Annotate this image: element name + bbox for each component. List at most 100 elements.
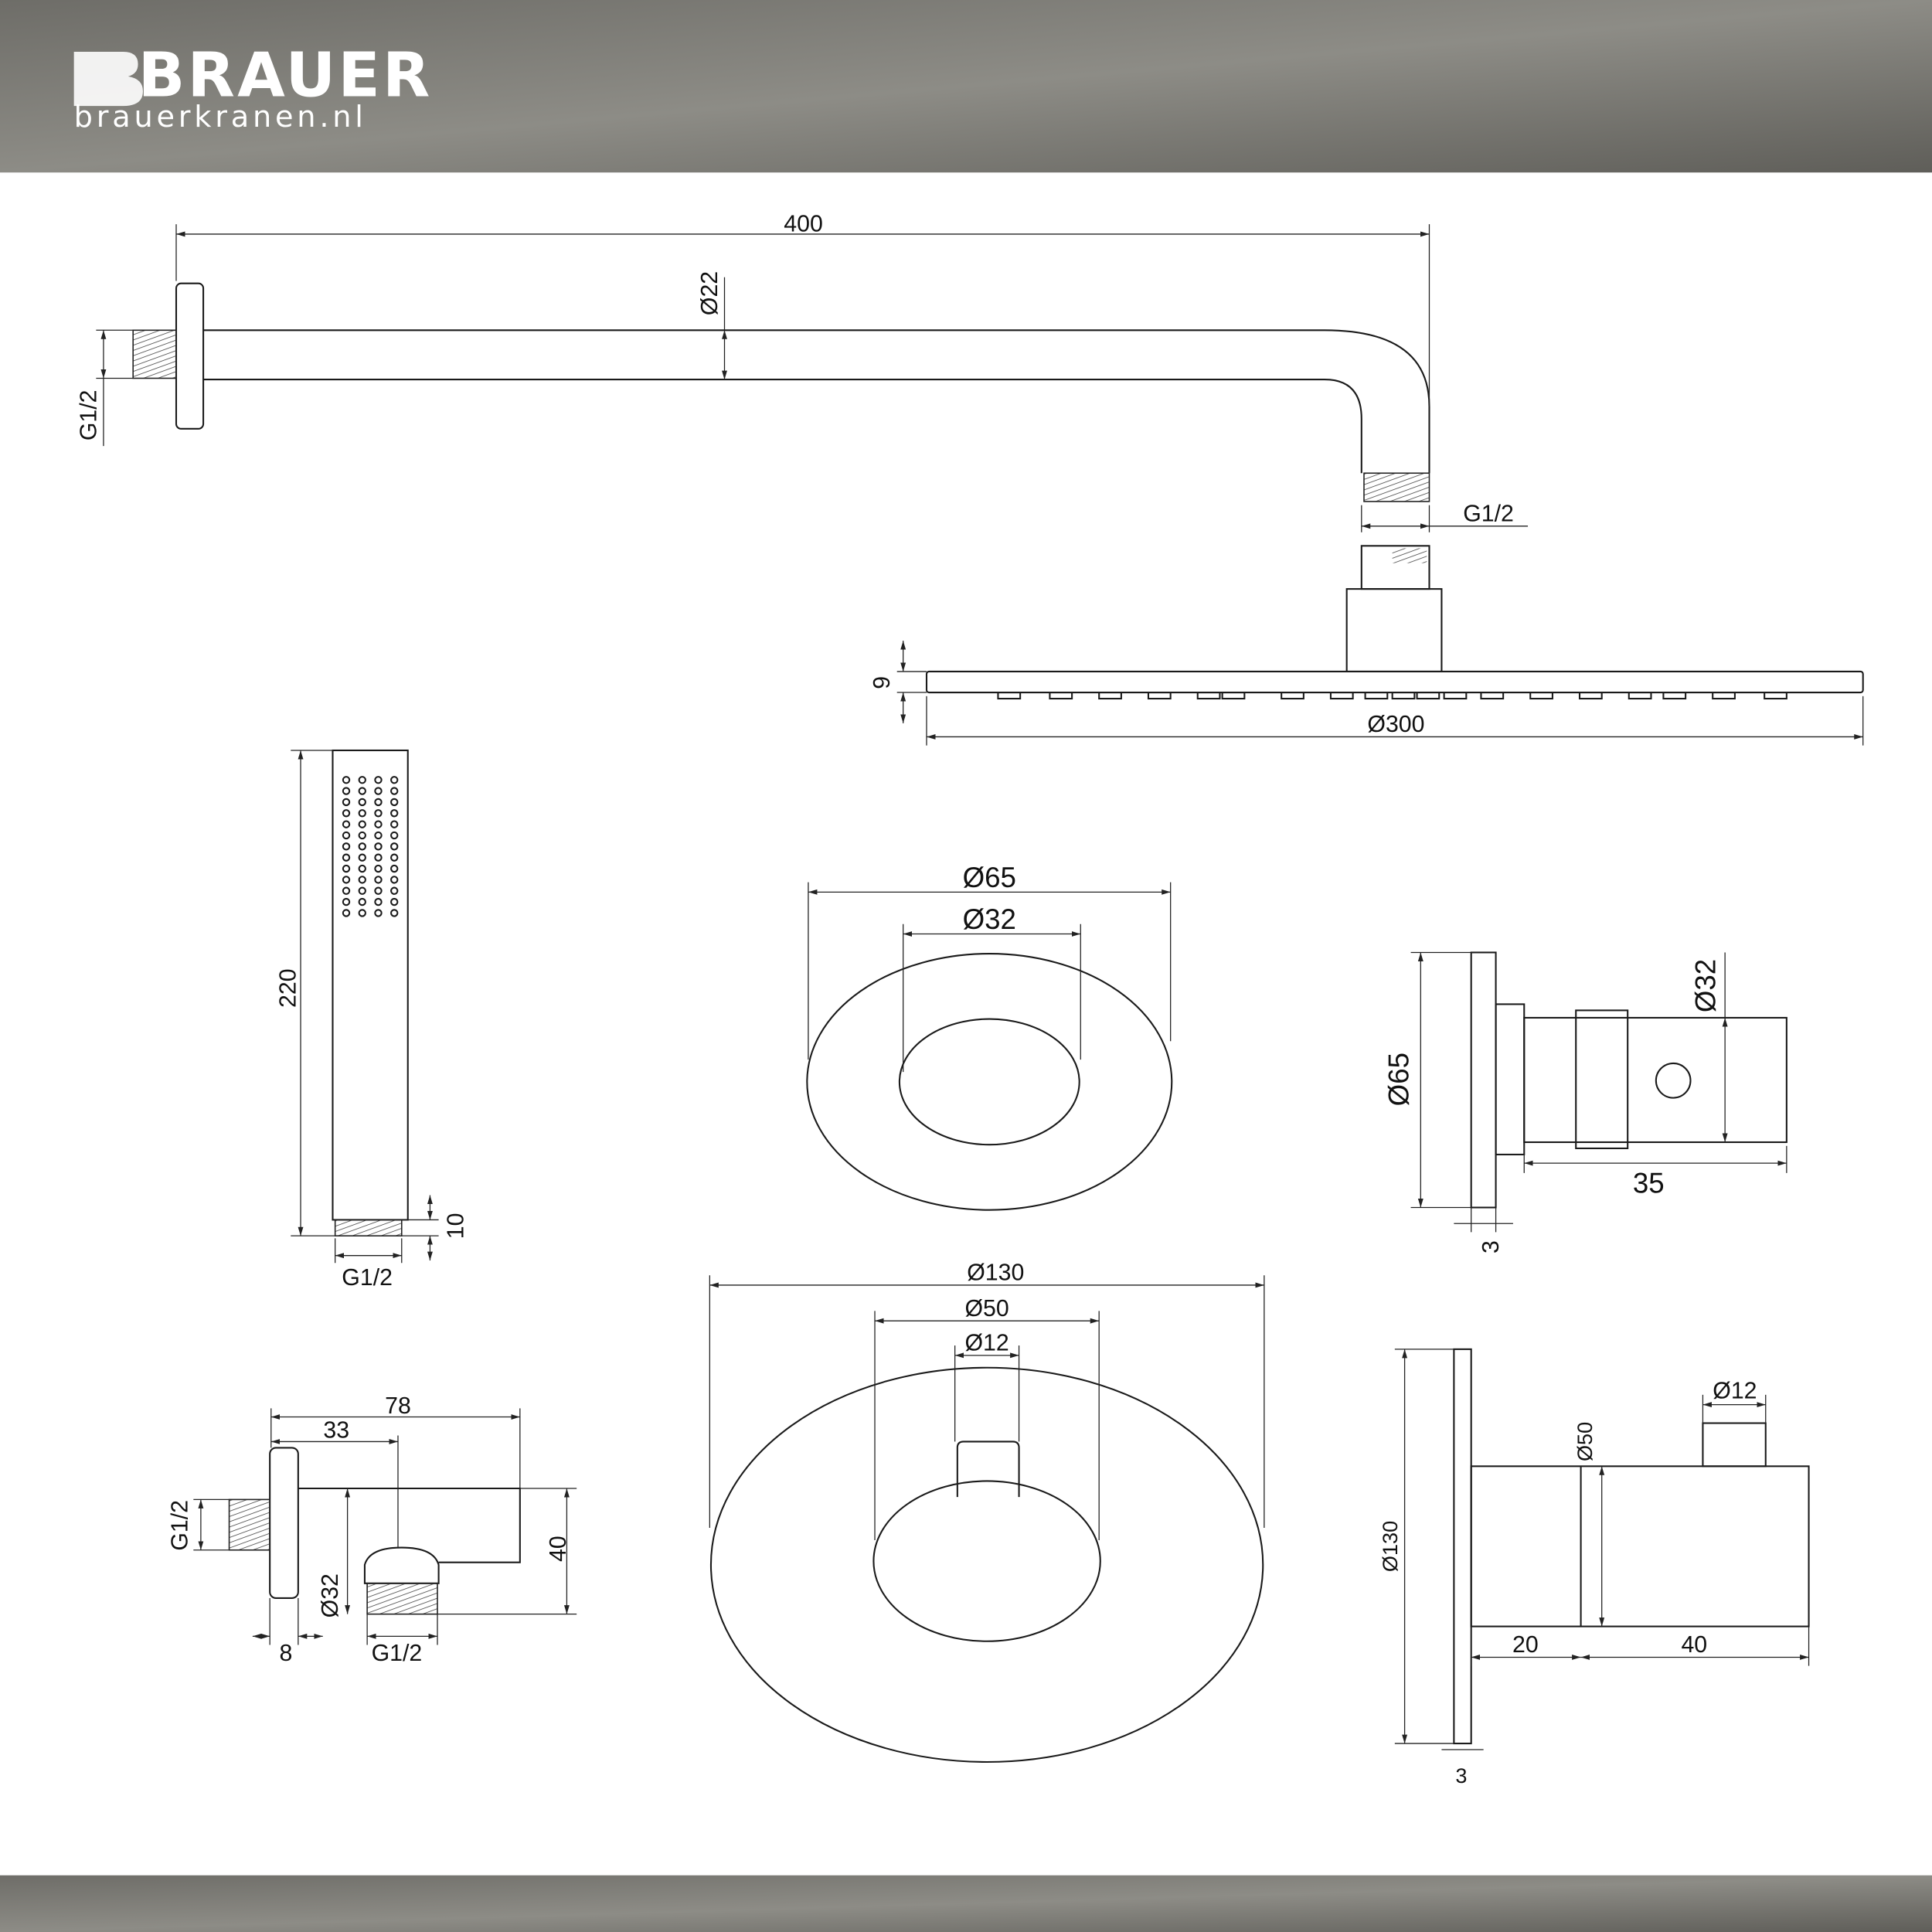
spray-dot: [374, 809, 383, 818]
spray-dot: [342, 776, 351, 784]
stop-side-depth-label: 35: [1633, 1167, 1665, 1199]
stop-front-rosette-label: Ø65: [963, 862, 1016, 893]
spray-dot: [342, 831, 351, 840]
thermo-front-handle-label: Ø12: [964, 1330, 1009, 1355]
hand-shower-thread-label: G1/2: [342, 1265, 393, 1291]
nozzle: [1196, 692, 1221, 700]
hand-shower: 220 10 G1/2: [276, 749, 468, 1291]
nozzle: [1764, 692, 1787, 700]
spray-dot: [358, 831, 366, 840]
arm-head-thread-label: G1/2: [1463, 501, 1514, 526]
hand-shower-thread-length-label: 10: [443, 1213, 468, 1240]
nozzle: [1098, 692, 1122, 700]
spray-dot: [358, 798, 366, 807]
spray-dot: [342, 909, 351, 917]
thermo-side-plate-label: 3: [1455, 1764, 1467, 1787]
stop-valve-front-view: Ø65 Ø32: [806, 862, 1173, 1211]
nozzle: [1364, 692, 1389, 700]
spray-dot: [342, 853, 351, 862]
arm-length-label: 400: [784, 212, 823, 237]
spray-dot: [358, 820, 366, 828]
spray-dot: [390, 776, 399, 784]
spray-dot: [358, 876, 366, 884]
spray-dot: [390, 831, 399, 840]
brand-logo-icon: [73, 51, 143, 107]
spray-dot: [374, 876, 383, 884]
outlet-height-label: 40: [546, 1536, 571, 1562]
head-diameter-label: Ø300: [1367, 712, 1424, 737]
brand-name: BRAUER: [138, 39, 433, 111]
spray-dot: [374, 909, 383, 917]
shower-arm: 400 Ø22 G1/2 G1/2: [76, 212, 1529, 532]
thermostat-side-view: Ø130 Ø12 Ø50 20 40 3: [1378, 1348, 1810, 1787]
stop-valve-side-view: Ø65 Ø32 35 3: [1383, 951, 1787, 1253]
spray-dot: [358, 809, 366, 818]
spray-dot: [374, 897, 383, 906]
nozzle: [1281, 692, 1304, 700]
wall-outlet-elbow: 78 33 G1/2 40 Ø32 8 G1/2: [167, 1393, 577, 1666]
spray-dot: [374, 787, 383, 795]
thermo-side-rosette-label: Ø130: [1378, 1521, 1402, 1572]
header-band: BRAUER brauerkranen.nl: [0, 0, 1932, 173]
spray-dot: [358, 787, 366, 795]
nozzle: [1147, 692, 1172, 700]
nozzle: [1049, 692, 1073, 700]
rain-shower-head: 9 Ø300: [869, 545, 1864, 746]
stop-front-knob-label: Ø32: [963, 903, 1016, 935]
arm-wall-thread-label: G1/2: [76, 389, 101, 440]
spray-dot: [358, 886, 366, 895]
spray-dot: [390, 909, 399, 917]
spray-dot: [358, 864, 366, 873]
spray-dot: [390, 787, 399, 795]
spray-dot: [342, 864, 351, 873]
nozzle-row: [997, 692, 1787, 700]
outlet-thread-label: G1/2: [372, 1641, 423, 1666]
spray-dot: [342, 886, 351, 895]
head-thickness-label: 9: [869, 676, 895, 689]
spray-dot: [358, 776, 366, 784]
thermo-side-handle-label: Ø12: [1713, 1379, 1757, 1404]
spray-dot: [358, 842, 366, 851]
spray-dot: [374, 776, 383, 784]
stop-side-plate-label: 3: [1478, 1240, 1504, 1253]
nozzle: [1578, 692, 1603, 700]
spray-dot: [390, 798, 399, 807]
arm-diameter-label: Ø22: [697, 271, 723, 315]
spray-nozzles: [342, 776, 399, 917]
thermo-front-body-label: Ø50: [964, 1296, 1009, 1321]
thermostat-front-view: Ø130 Ø50 Ø12: [709, 1260, 1265, 1764]
nozzle: [1329, 692, 1354, 700]
spray-dot: [374, 842, 383, 851]
spray-dot: [342, 876, 351, 884]
outlet-flange-label: Ø32: [318, 1573, 343, 1617]
spray-dot: [374, 853, 383, 862]
outlet-offset-label: 33: [323, 1418, 349, 1444]
thermo-side-depth-b-label: 40: [1681, 1632, 1707, 1658]
nozzle: [1416, 692, 1440, 700]
nozzle: [1628, 692, 1652, 700]
spray-dot: [342, 798, 351, 807]
brand-website: brauerkranen.nl: [74, 100, 367, 134]
nozzle: [1443, 692, 1468, 700]
spray-dot: [390, 842, 399, 851]
spray-dot: [390, 897, 399, 906]
spray-dot: [390, 853, 399, 862]
nozzle: [1529, 692, 1553, 700]
nozzle: [1662, 692, 1687, 700]
stop-side-rosette-label: Ø65: [1383, 1053, 1414, 1106]
nozzle: [1391, 692, 1416, 700]
spray-dot: [390, 809, 399, 818]
thermo-front-rosette-label: Ø130: [967, 1260, 1024, 1286]
stop-side-knob-label: Ø32: [1689, 959, 1721, 1012]
spray-dot: [374, 831, 383, 840]
spray-dot: [374, 820, 383, 828]
outlet-inlet-thread-label: G1/2: [167, 1500, 192, 1551]
spray-dot: [374, 886, 383, 895]
outlet-flange-depth-label: 8: [279, 1641, 292, 1666]
spray-dot: [358, 897, 366, 906]
thermo-side-depth-a-label: 20: [1512, 1632, 1539, 1658]
spray-dot: [342, 809, 351, 818]
spray-dot: [390, 864, 399, 873]
spray-dot: [390, 876, 399, 884]
spray-dot: [358, 853, 366, 862]
